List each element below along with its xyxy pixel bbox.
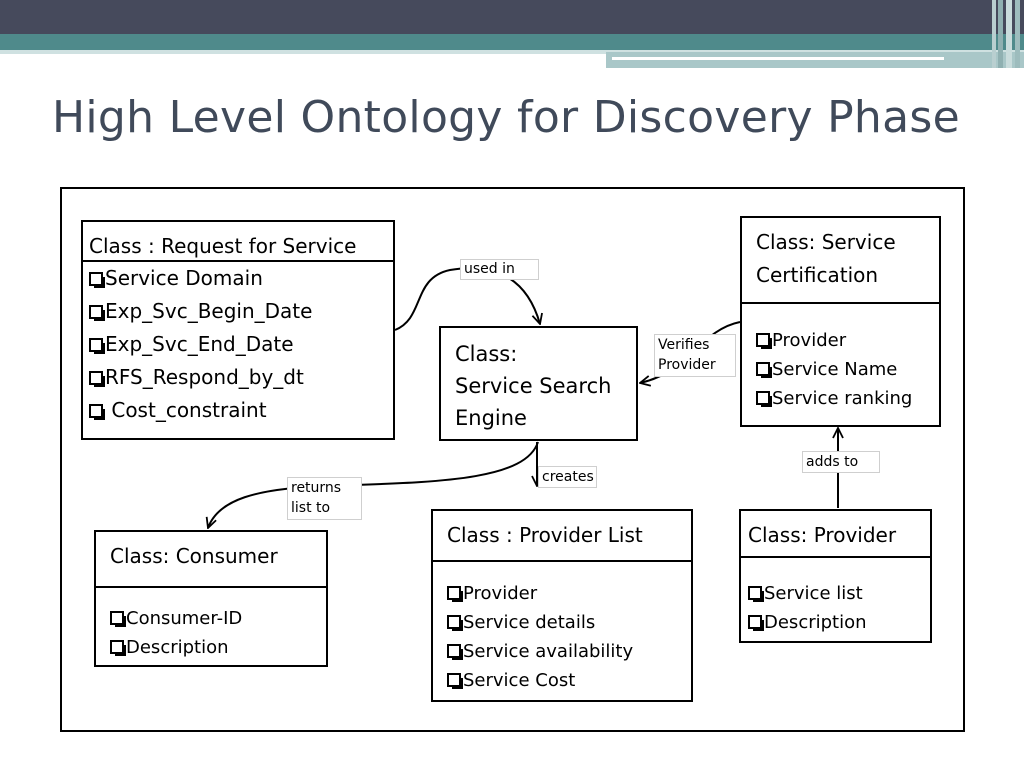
- attribute-item: Service availability: [447, 637, 633, 666]
- label-adds-to: adds to: [802, 451, 880, 473]
- class-consumer: Class: Consumer Consumer-ID Description: [94, 530, 328, 667]
- accent-strip: [606, 52, 1024, 68]
- class-service-certification: Class: Service Certification Provider Se…: [740, 216, 941, 427]
- checkbox-icon: [89, 272, 105, 288]
- corner-stripe: [1015, 0, 1020, 68]
- accent-line: [612, 57, 944, 60]
- label-verifies-provider: Verifies Provider: [654, 334, 736, 377]
- top-bar: [0, 0, 1024, 34]
- attribute-list: Consumer-ID Description: [110, 604, 242, 662]
- attribute-list: Service list Description: [748, 579, 867, 637]
- checkbox-icon: [748, 586, 764, 602]
- attribute-item: Consumer-ID: [110, 604, 242, 633]
- class-provider: Class: Provider Service list Description: [739, 509, 932, 643]
- label-returns-list-to: returns list to: [287, 477, 362, 520]
- attribute-item: Cost_constraint: [89, 394, 312, 427]
- class-header: Class: Consumer: [110, 544, 278, 568]
- checkbox-icon: [110, 640, 126, 656]
- checkbox-icon: [89, 338, 105, 354]
- attribute-item: Service Name: [756, 355, 912, 384]
- attribute-item: Provider: [447, 579, 633, 608]
- label-creates: creates: [538, 466, 597, 488]
- class-header-line: Service Search: [455, 374, 612, 398]
- class-header-line: Class: Service: [756, 230, 896, 254]
- attribute-item: Description: [748, 608, 867, 637]
- corner-stripe: [1006, 0, 1012, 68]
- checkbox-icon: [110, 611, 126, 627]
- checkbox-icon: [756, 391, 772, 407]
- label-used-in: used in: [460, 259, 539, 280]
- attribute-list: Provider Service details Service availab…: [447, 579, 633, 695]
- checkbox-icon: [756, 333, 772, 349]
- class-header: Class : Request for Service: [89, 234, 357, 258]
- corner-stripe: [992, 0, 996, 68]
- attribute-item: Exp_Svc_Begin_Date: [89, 295, 312, 328]
- class-request-for-service: Class : Request for Service Service Doma…: [81, 220, 395, 440]
- accent-bar: [0, 34, 1024, 50]
- attribute-item: Service list: [748, 579, 867, 608]
- checkbox-icon: [756, 362, 772, 378]
- attribute-item: Service Domain: [89, 262, 312, 295]
- attribute-item: RFS_Respond_by_dt: [89, 361, 312, 394]
- header-divider: [742, 302, 939, 304]
- diagram-frame: [60, 187, 965, 732]
- attribute-item: Service details: [447, 608, 633, 637]
- checkbox-icon: [447, 586, 463, 602]
- accent-bar-light: [0, 50, 1024, 54]
- class-header-line: Class:: [455, 342, 518, 366]
- attribute-list: Provider Service Name Service ranking: [756, 326, 912, 413]
- attribute-item: Provider: [756, 326, 912, 355]
- header-divider: [433, 560, 691, 562]
- attribute-item: Service Cost: [447, 666, 633, 695]
- corner-stripe: [998, 0, 1003, 68]
- checkbox-icon: [89, 305, 105, 321]
- checkbox-icon: [89, 404, 105, 420]
- class-header: Class : Provider List: [447, 523, 643, 547]
- checkbox-icon: [447, 673, 463, 689]
- header-divider: [741, 556, 930, 558]
- class-provider-list: Class : Provider List Provider Service d…: [431, 509, 693, 702]
- header-divider: [96, 586, 326, 588]
- checkbox-icon: [447, 615, 463, 631]
- slide-title: High Level Ontology for Discovery Phase: [52, 92, 960, 143]
- attribute-item: Service ranking: [756, 384, 912, 413]
- class-header: Class: Provider: [748, 523, 897, 547]
- attribute-item: Exp_Svc_End_Date: [89, 328, 312, 361]
- header-divider: [83, 260, 393, 262]
- class-service-search-engine: Class: Service Search Engine: [439, 326, 638, 441]
- checkbox-icon: [89, 371, 105, 387]
- attribute-item: Description: [110, 633, 242, 662]
- attribute-list: Service Domain Exp_Svc_Begin_Date Exp_Sv…: [89, 262, 312, 427]
- checkbox-icon: [748, 615, 764, 631]
- class-header-line: Engine: [455, 406, 527, 430]
- class-header-line: Certification: [756, 263, 879, 287]
- checkbox-icon: [447, 644, 463, 660]
